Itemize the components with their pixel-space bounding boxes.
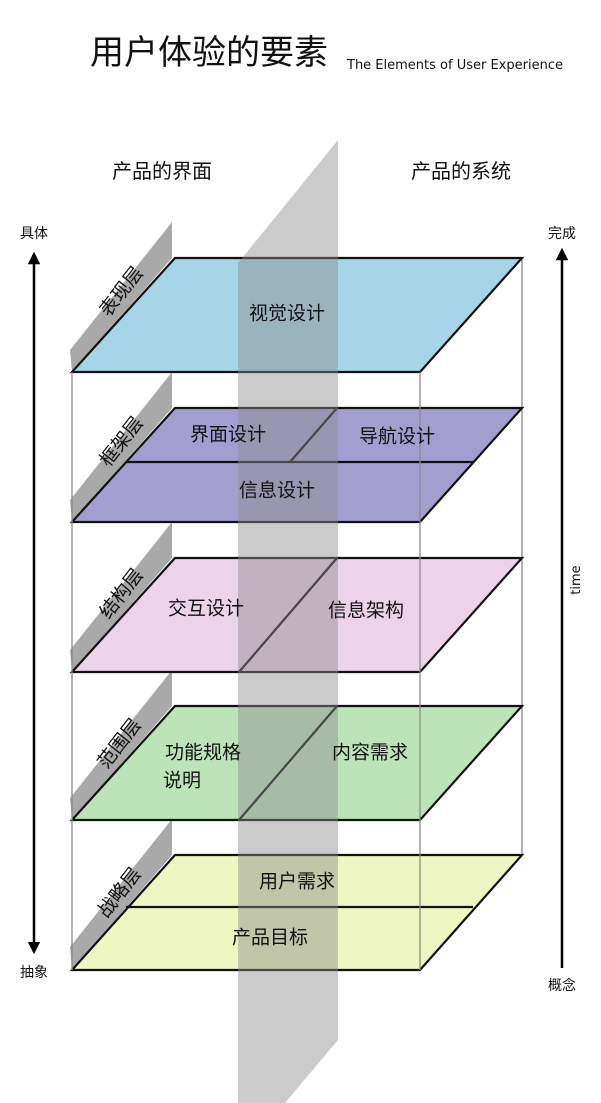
skeleton-divider-diagonal [289,407,338,463]
structure-divider [238,557,338,673]
layer-tabs [70,222,172,970]
header-product-system: 产品的系统 [411,159,511,183]
label-visual-design: 视觉设计 [249,303,325,325]
label-navigation-design: 导航设计 [359,426,435,448]
tab-scope [70,670,172,820]
interface-system-divider-plane [238,140,338,1103]
label-functional-spec: 功能规格 [165,742,241,764]
label-user-needs: 用户需求 [259,871,335,893]
axis-concrete-label: 具体 [20,226,48,242]
time-label: time [569,565,584,594]
tab-strategy [70,819,172,970]
tab-skeleton [70,372,172,522]
label-functional-spec-2: 说明 [163,770,201,792]
label-content-requirements: 内容需求 [332,742,408,764]
title: 用户体验的要素 [90,33,328,73]
label-interaction-design: 交互设计 [168,598,244,620]
label-product-objectives: 产品目标 [232,927,308,949]
tab-structure [70,522,172,672]
label-information-architecture: 信息架构 [328,600,404,622]
label-interface-design: 界面设计 [190,424,266,446]
tab-surface [70,222,172,372]
subtitle: The Elements of User Experience [346,58,563,73]
axis-concept-label: 概念 [548,977,576,994]
axis-abstract-label: 抽象 [20,965,48,981]
header-product-interface: 产品的界面 [112,159,212,183]
label-information-design: 信息设计 [239,480,315,502]
axis-complete-label: 完成 [548,226,576,242]
scope-divider [238,705,338,821]
